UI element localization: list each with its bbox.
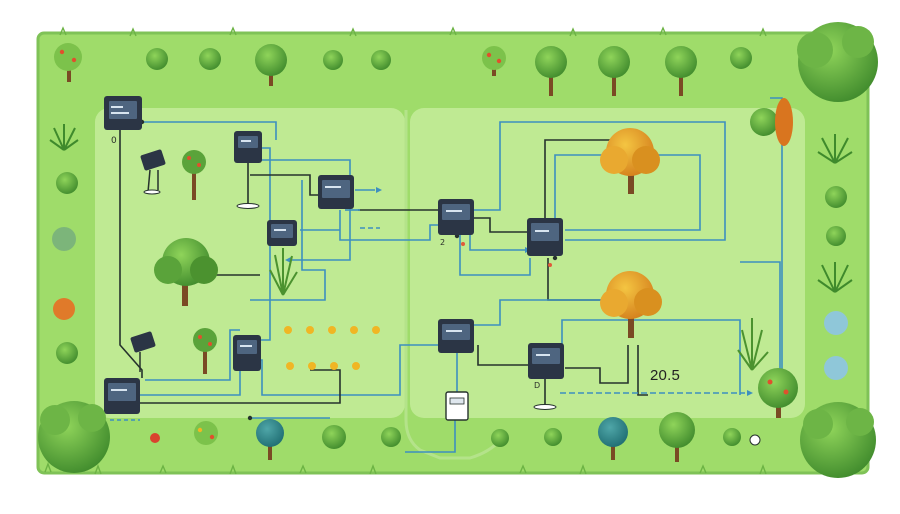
hedge-bush xyxy=(750,98,793,146)
flower-row xyxy=(284,326,380,370)
border-plants-right xyxy=(800,134,876,478)
sensor-dots xyxy=(461,242,552,267)
irrigation-wiring xyxy=(110,97,783,453)
controller-unit[interactable] xyxy=(438,199,474,235)
fruit-tree xyxy=(182,150,206,200)
controller-unit[interactable] xyxy=(318,175,354,209)
controller-units xyxy=(104,96,564,414)
ornamental-grass xyxy=(269,248,298,296)
grass-edge xyxy=(44,26,767,475)
device-label-two: 2 xyxy=(440,238,446,247)
device-label-o: 0 xyxy=(111,136,117,146)
controller-unit[interactable] xyxy=(234,131,262,209)
border-trees-top xyxy=(54,22,878,102)
controller-unit[interactable] xyxy=(527,218,563,256)
sensor-readout: 20.5 xyxy=(650,367,680,384)
autumn-tree xyxy=(600,128,660,194)
path-divider xyxy=(404,110,502,460)
zone-right xyxy=(410,108,805,418)
flow-arrows xyxy=(285,187,753,396)
controller-unit[interactable] xyxy=(438,319,474,353)
solar-panel-top xyxy=(140,149,166,195)
fruit-tree xyxy=(193,328,217,374)
oak-tree xyxy=(154,238,218,306)
water-meter xyxy=(445,391,469,421)
fruit-tree xyxy=(758,368,798,418)
border-plants-left xyxy=(38,124,110,473)
autumn-tree xyxy=(600,271,662,338)
controller-unit[interactable] xyxy=(528,343,564,410)
controller-unit[interactable] xyxy=(104,96,142,130)
controller-unit[interactable] xyxy=(233,335,261,371)
solar-panel-bottom xyxy=(130,331,156,372)
border-plants-bottom xyxy=(150,412,761,462)
ornamental-grass xyxy=(737,318,769,371)
controller-unit[interactable] xyxy=(267,220,297,246)
device-label-d: D xyxy=(534,381,541,390)
controller-unit[interactable] xyxy=(104,378,140,414)
